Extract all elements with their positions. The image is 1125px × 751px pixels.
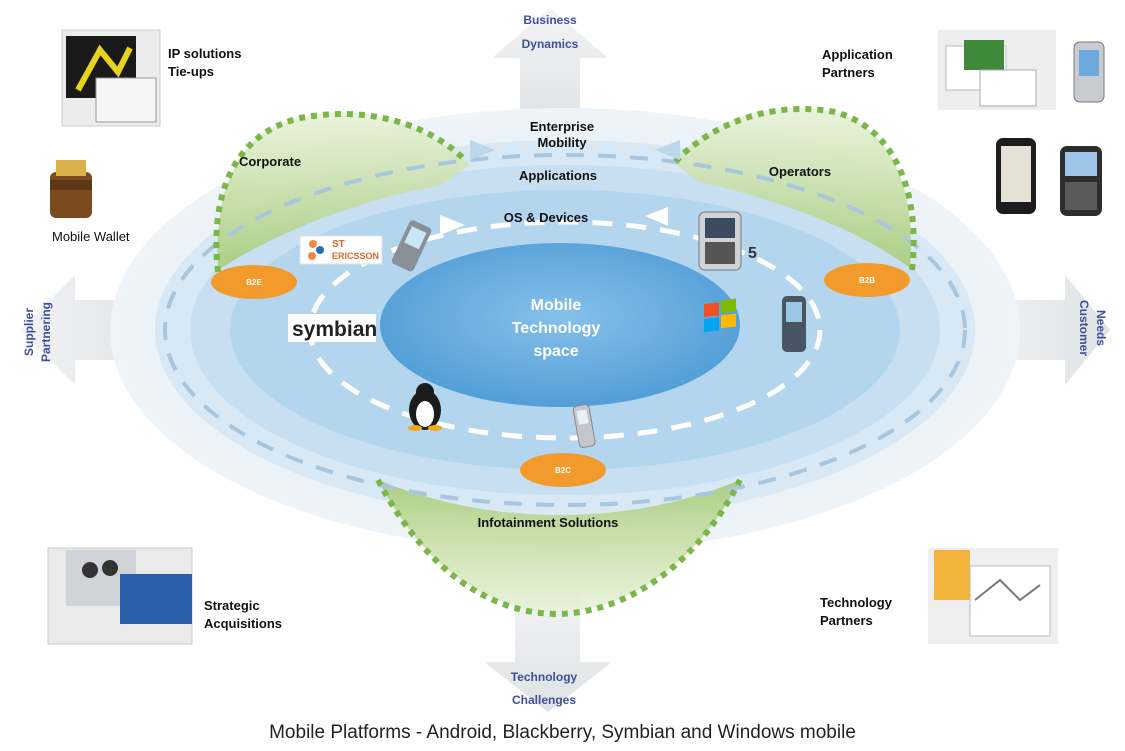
mobile-wallet-label: Mobile Wallet bbox=[52, 229, 130, 244]
arrow-left-label-1: Supplier bbox=[22, 308, 36, 356]
dashed-orbit-outer bbox=[163, 153, 967, 507]
center-line-3: space bbox=[533, 343, 578, 360]
corporate-label: Corporate bbox=[239, 154, 301, 169]
application-partners-line-2: Partners bbox=[822, 65, 875, 80]
blackberry-icon: 5 bbox=[698, 211, 757, 271]
ip-solutions-image bbox=[61, 29, 161, 127]
arrow-up-business-dynamics bbox=[492, 8, 608, 130]
windows-mobile-phone-icon bbox=[782, 296, 806, 352]
handheld-device-icon bbox=[572, 404, 596, 448]
symbian-logo: symbian bbox=[288, 314, 377, 342]
arrow-top-label-1: Business bbox=[523, 13, 577, 27]
b2e-badge: B2E bbox=[211, 265, 297, 299]
orbit-arrowhead-left bbox=[645, 207, 668, 226]
arrow-right-label-1: Customer bbox=[1077, 300, 1091, 356]
application-partners-line-1: Application bbox=[822, 47, 893, 62]
enterprise-label-1: Enterprise bbox=[530, 119, 594, 134]
arrow-down-technology-challenges bbox=[484, 590, 612, 712]
applications-label: Applications bbox=[519, 168, 597, 183]
corporate-dotted-border bbox=[213, 111, 468, 273]
core-ellipse bbox=[380, 243, 740, 407]
corporate-segment bbox=[217, 112, 470, 270]
phone-slider-icon bbox=[391, 220, 432, 272]
outer-arrowhead-left bbox=[470, 140, 495, 160]
application-partners-image bbox=[938, 30, 1056, 110]
b2b-label: B2B bbox=[859, 276, 875, 285]
st-ericsson-text-2: ERICSSON bbox=[332, 251, 379, 261]
infotainment-dotted-border bbox=[375, 478, 743, 618]
ip-solutions-label: IP solutions Tie-ups bbox=[168, 45, 241, 81]
st-ericsson-text-1: ST bbox=[332, 239, 345, 250]
technology-partners-label: Technology Partners bbox=[820, 594, 892, 630]
windows-logo-icon bbox=[704, 298, 736, 333]
b2c-label: B2C bbox=[555, 466, 571, 475]
pda-phone-image bbox=[1073, 41, 1105, 103]
arrow-bottom-label-1: Technology bbox=[511, 670, 578, 684]
mobile-wallet-image bbox=[50, 160, 92, 218]
iphone-image bbox=[996, 138, 1036, 214]
strategic-acquisitions-label: Strategic Acquisitions bbox=[204, 597, 282, 633]
os-devices-label: OS & Devices bbox=[504, 210, 589, 225]
orbit-arrowhead-right bbox=[440, 215, 465, 235]
arrow-right-label-2: Needs bbox=[1094, 310, 1108, 346]
operators-label: Operators bbox=[769, 164, 831, 179]
figure-caption: Mobile Platforms - Android, Blackberry, … bbox=[269, 722, 856, 743]
b2b-badge: B2B bbox=[824, 263, 910, 297]
arrow-top-label-2: Dynamics bbox=[522, 37, 579, 51]
enterprise-label-2: Mobility bbox=[537, 135, 587, 150]
strategic-acquisitions-image bbox=[47, 547, 193, 645]
ip-solutions-line-2: Tie-ups bbox=[168, 64, 214, 79]
ip-solutions-line-1: IP solutions bbox=[168, 46, 242, 61]
strategic-acquisitions-line-2: Acquisitions bbox=[204, 616, 283, 631]
center-line-1: Mobile bbox=[531, 297, 582, 314]
blackberry-number: 5 bbox=[748, 245, 757, 262]
infotainment-segment bbox=[378, 480, 740, 612]
linux-tux-icon bbox=[408, 383, 442, 431]
infotainment-label: Infotainment Solutions bbox=[478, 515, 619, 530]
arrow-left-label-2: Partnering bbox=[39, 302, 53, 362]
outer-arrowhead-right bbox=[655, 140, 680, 160]
technology-partners-line-1: Technology bbox=[820, 595, 892, 610]
blackberry-curve-image bbox=[1060, 146, 1102, 216]
symbian-text: symbian bbox=[292, 318, 377, 341]
strategic-acquisitions-line-1: Strategic bbox=[204, 598, 260, 613]
st-ericsson-logo: ST ERICSSON bbox=[299, 235, 383, 265]
application-partners-label: Application Partners bbox=[822, 46, 893, 82]
technology-partners-line-2: Partners bbox=[820, 613, 873, 628]
arrow-bottom-label-2: Challenges bbox=[512, 693, 576, 707]
center-line-2: Technology bbox=[512, 320, 601, 337]
technology-partners-image bbox=[928, 548, 1058, 644]
operators-dotted-border bbox=[672, 106, 917, 271]
b2c-badge: B2C bbox=[520, 453, 606, 487]
b2e-label: B2E bbox=[246, 278, 262, 287]
